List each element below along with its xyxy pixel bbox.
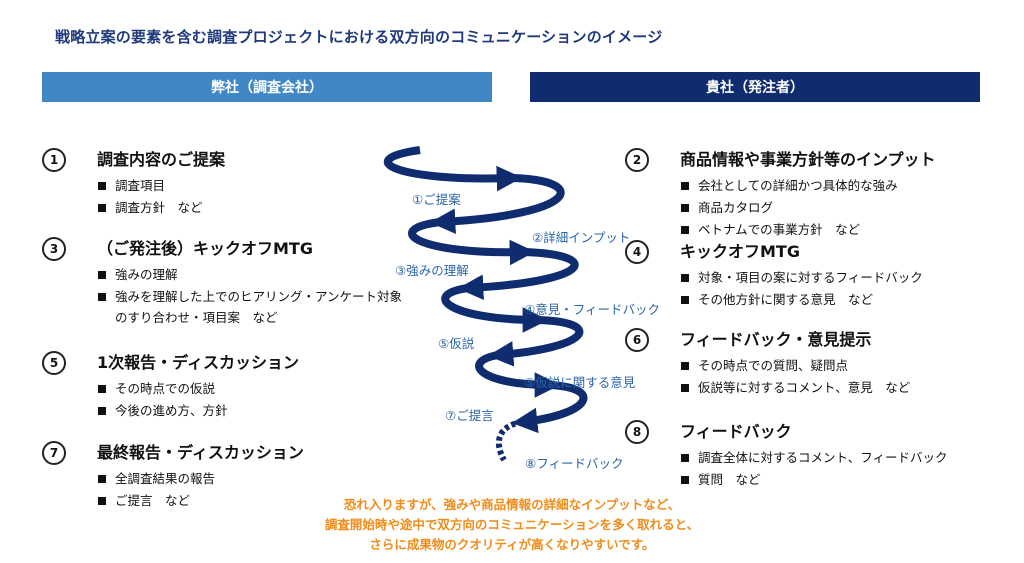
footer-line: 恐れ入りますが、強みや商品情報の詳細なインプットなど、	[343, 497, 681, 512]
spiral-label: ⑤仮説	[438, 336, 475, 351]
spiral-label: ⑧フィードバック	[525, 456, 624, 471]
band-client-company-label: 貴社（発注者）	[706, 80, 804, 96]
footer-line: さらに成果物のクオリティが高くなりやすいです。	[369, 537, 655, 552]
bullet-square-icon	[681, 454, 689, 462]
list-item: 強みの理解	[97, 264, 405, 286]
page-title: 戦略立案の要素を含む調査プロジェクトにおける双方向のコミュニケーションのイメージ	[55, 28, 663, 46]
bullet-square-icon	[681, 274, 689, 282]
step-number: 3	[42, 237, 66, 261]
band-our-company-label: 弊社（調査会社）	[211, 80, 323, 96]
bullet-square-icon	[98, 182, 106, 190]
spiral-arrow-1	[383, 146, 523, 192]
list-item: ベトナムでの事業方針 など	[680, 219, 898, 241]
list-item: その時点での仮説	[97, 378, 228, 400]
bullet-square-icon	[681, 476, 689, 484]
step-number: 2	[625, 148, 649, 172]
spiral-arrow-3	[408, 218, 536, 266]
section-heading: 1次報告・ディスカッション	[97, 353, 300, 372]
spiral-label: ①ご提案	[412, 192, 461, 207]
section-heading: 商品情報や事業方針等のインプット	[680, 150, 936, 169]
section-heading: フィードバック・意見提示	[680, 330, 872, 349]
footer-line: 調査開始時や途中で双方向のコミュニケーションを多く取れると、	[324, 517, 700, 532]
list-item: ご提言 など	[97, 490, 215, 512]
bullet-square-icon	[681, 226, 689, 234]
list-item: 対象・項目の案に対するフィードバック	[680, 267, 923, 289]
list-item: 全調査結果の報告	[97, 468, 215, 490]
bullet-square-icon	[681, 296, 689, 304]
spiral-arrow-6	[487, 316, 584, 367]
footer-note: 恐れ入りますが、強みや商品情報の詳細なインプットなど、 調査開始時や途中で双方向…	[0, 495, 1024, 555]
step-number: 1	[42, 148, 66, 172]
step-number: 6	[625, 328, 649, 352]
section-heading: キックオフMTG	[680, 242, 800, 261]
bullet-square-icon	[98, 385, 106, 393]
list-item: 会社としての詳細かつ具体的な強み	[680, 175, 898, 197]
bullet-square-icon	[681, 384, 689, 392]
band-our-company: 弊社（調査会社）	[42, 72, 492, 102]
spiral-label: ⑦ご提言	[445, 408, 494, 423]
section-heading: （ご発注後）キックオフMTG	[97, 239, 313, 258]
list-item: 調査方針 など	[97, 197, 203, 219]
bullet-square-icon	[98, 293, 106, 301]
step-number: 7	[42, 441, 66, 465]
step-number: 5	[42, 351, 66, 375]
communication-spiral	[383, 146, 588, 462]
spiral-label: ③強みの理解	[395, 263, 469, 278]
bullet-square-icon	[98, 407, 106, 415]
spiral-arrow-8	[511, 381, 588, 434]
bullet-square-icon	[681, 204, 689, 212]
list-item: 強みを理解した上でのヒアリング・アンケート対象のすり合わせ・項目案 など	[97, 286, 405, 328]
list-item: その時点での質問、疑問点	[680, 355, 910, 377]
spiral-arrow-4	[457, 248, 579, 301]
spiral-label: ④意見・フィードバック	[524, 302, 660, 317]
band-client-company: 貴社（発注者）	[530, 72, 980, 102]
step-number: 8	[625, 420, 649, 444]
bullet-square-icon	[98, 204, 106, 212]
spiral-arrow-5	[441, 284, 549, 333]
bullet-square-icon	[98, 475, 106, 483]
bullet-square-icon	[681, 362, 689, 370]
bullet-square-icon	[98, 497, 106, 505]
list-item: 今後の進め方、方針	[97, 400, 228, 422]
list-item: 質問 など	[680, 469, 948, 491]
spiral-arrow-2	[429, 174, 565, 235]
spiral-label: ②詳細インプット	[532, 230, 631, 245]
section-heading: 最終報告・ディスカッション	[97, 443, 304, 462]
section-heading: フィードバック	[680, 422, 792, 441]
list-item: 調査項目	[97, 175, 203, 197]
spiral-label: ⑤仮説に関する意見	[524, 375, 636, 390]
list-item: 仮説等に対するコメント、意見 など	[680, 377, 910, 399]
spiral-arrow-7	[475, 351, 561, 398]
list-item: 調査全体に対するコメント、フィードバック	[680, 447, 948, 469]
spiral-tail	[495, 419, 523, 462]
section-heading: 調査内容のご提案	[97, 150, 226, 169]
bullet-square-icon	[98, 271, 106, 279]
list-item: その他方針に関する意見 など	[680, 289, 923, 311]
bullet-square-icon	[681, 182, 689, 190]
step-number: 4	[625, 240, 649, 264]
list-item: 商品カタログ	[680, 197, 898, 219]
